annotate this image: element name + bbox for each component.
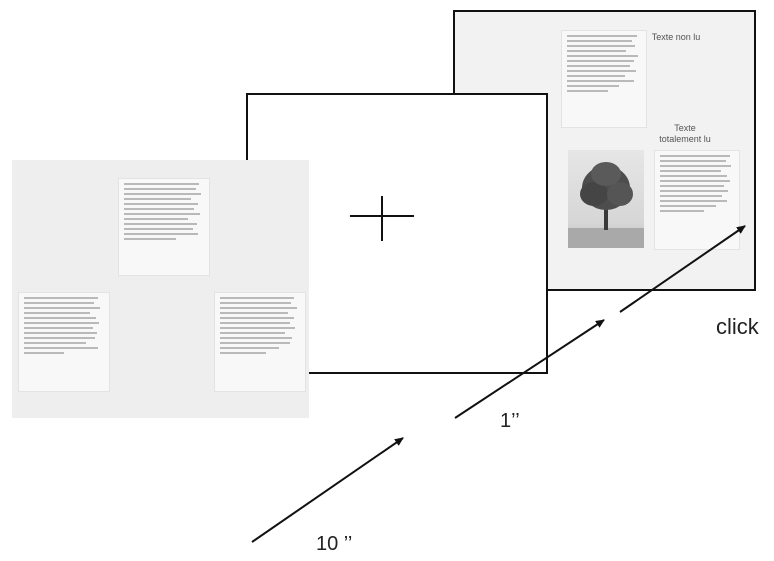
- text-block-top: [118, 178, 210, 276]
- title-unread-text: Texte non lu: [651, 32, 701, 42]
- arrow-long-interval: [251, 437, 404, 543]
- text-block-right: [654, 150, 740, 250]
- text-block-right: [214, 292, 306, 392]
- text-block-top: [561, 30, 647, 128]
- tree-photo-icon: [568, 150, 644, 248]
- fixation-cross-icon: [350, 196, 414, 241]
- text-block-left-partial: [547, 152, 557, 252]
- label-click: click: [716, 314, 759, 339]
- label-interval-short: 1’’: [500, 410, 520, 432]
- label-interval-long: 10 ’’: [316, 533, 353, 555]
- title-fully-read-text: Texte totalement lu: [659, 123, 711, 144]
- screen-three-texts: [12, 160, 309, 418]
- text-block-left: [18, 292, 110, 392]
